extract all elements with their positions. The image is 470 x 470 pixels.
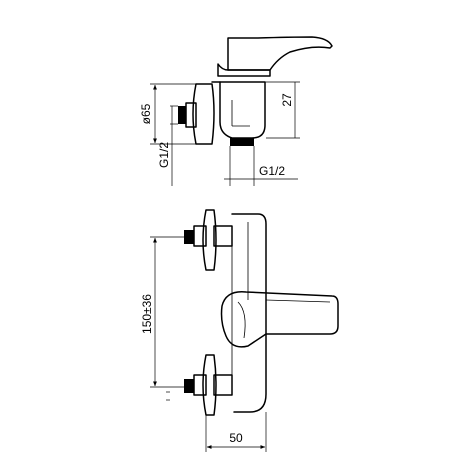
front-upper-nut: [193, 225, 207, 247]
depth-label: 50: [229, 431, 243, 445]
side-cartridge-cap: [217, 63, 271, 77]
outlet-height-label: 27: [280, 93, 294, 107]
inlet-spacing-label: 150±36: [140, 294, 154, 334]
side-lever-handle: [227, 36, 333, 71]
inlet-thread-label: G1/2: [157, 142, 171, 168]
front-body: [231, 213, 267, 413]
front-upper-thread: [184, 230, 194, 244]
side-body: [219, 81, 266, 139]
front-upper-connector: [213, 225, 233, 247]
side-escutcheon: [192, 83, 215, 145]
side-inlet-thread: [178, 106, 186, 124]
front-lever-handle: [220, 291, 339, 348]
front-lower-thread: [184, 379, 194, 393]
side-outlet-thread: [230, 138, 254, 146]
front-lower-nut: [193, 374, 207, 396]
outer-diameter-label: ø65: [139, 103, 153, 124]
side-inlet-nut: [185, 102, 197, 128]
front-lower-connector: [213, 374, 233, 396]
front-upper-escutcheon: [202, 209, 217, 271]
side-view: ø65 G1/2 27 G1/2: [139, 36, 333, 186]
front-lever-inner-curve: [237, 301, 246, 339]
outlet-thread-label: G1/2: [259, 164, 285, 178]
front-lever-inner-line: [265, 299, 331, 303]
front-view: 150±36 50: [140, 209, 339, 452]
